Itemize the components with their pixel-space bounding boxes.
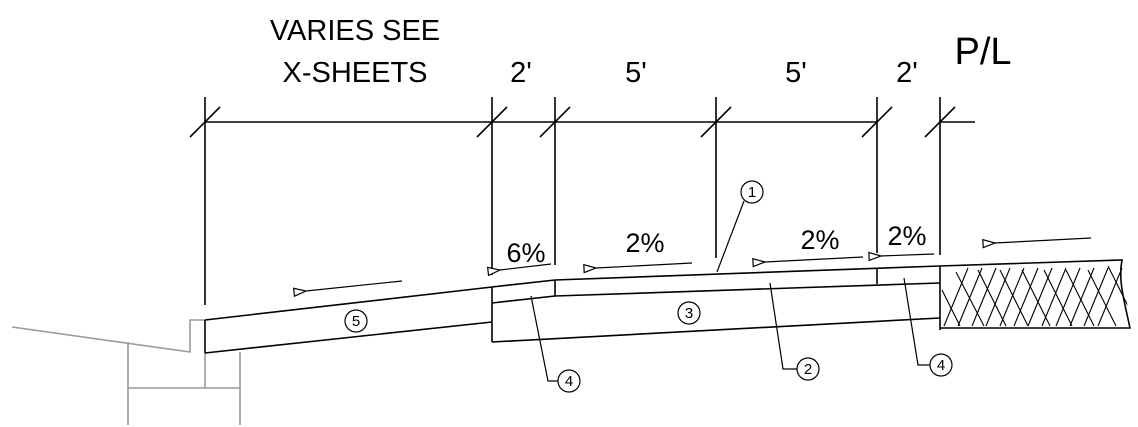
- surface-top: [554, 265, 941, 281]
- base-layer-top-left: [491, 295, 556, 304]
- tick-mark: [476, 106, 508, 138]
- flow-arrow-icon: [881, 254, 935, 256]
- tick-mark: [189, 106, 221, 138]
- existing-ground: [11, 319, 241, 425]
- dimension-lines: [189, 97, 975, 305]
- callout-4-right-bubble: [929, 353, 953, 377]
- dim-2ft-right-label: 2': [896, 57, 918, 89]
- dim-2ft-left-label: 2': [510, 57, 532, 89]
- slope-2-left-label: 2%: [625, 228, 664, 258]
- callout-1-label: 1: [748, 184, 756, 201]
- flow-arrow-icon: [995, 237, 1092, 243]
- tick-mark: [700, 106, 732, 138]
- flow-arrow-icon: [500, 263, 552, 270]
- callout-2-bubble: [796, 357, 820, 381]
- pavement-section: [204, 265, 941, 354]
- flow-arrows: [306, 237, 1092, 291]
- layer-5-bottom: [204, 321, 493, 354]
- callout-4-right-label: 4: [937, 357, 945, 374]
- slope-2-mid-label: 2%: [800, 225, 839, 255]
- callout-1-bubble: [740, 180, 764, 204]
- dim-5ft-left-label: 5': [625, 57, 647, 89]
- varies-label-line1: VARIES SEE: [270, 15, 440, 47]
- dim-5ft-right-label: 5': [785, 57, 807, 89]
- flow-arrow-icon: [765, 256, 864, 262]
- flow-arrow-icon: [306, 280, 403, 291]
- callout-4-left-bubble: [557, 369, 581, 393]
- property-line-label: P/L: [954, 31, 1011, 73]
- callout-3-label: 3: [685, 305, 693, 322]
- base-layer-top: [554, 282, 941, 297]
- existing-hatched-area: [939, 259, 1131, 329]
- tick-mark: [861, 106, 893, 138]
- slope-2-right-label: 2%: [887, 221, 926, 251]
- callout-5-bubble: [344, 309, 368, 333]
- varies-label-line2: X-SHEETS: [282, 57, 427, 89]
- callout-4-left-label: 4: [565, 373, 573, 390]
- base-layer-bottom: [491, 317, 941, 343]
- tick-mark: [924, 106, 956, 138]
- callout-2-label: 2: [804, 361, 812, 378]
- callout-5-label: 5: [352, 313, 360, 330]
- tick-mark: [539, 106, 571, 138]
- flow-arrow-icon: [596, 262, 693, 268]
- layer-5-top: [204, 286, 493, 321]
- callout-3-bubble: [677, 301, 701, 325]
- existing-ground-line: [11, 319, 205, 353]
- callouts: 1 2 3 4 4 5: [344, 180, 953, 393]
- slope-6-label: 6%: [506, 238, 545, 268]
